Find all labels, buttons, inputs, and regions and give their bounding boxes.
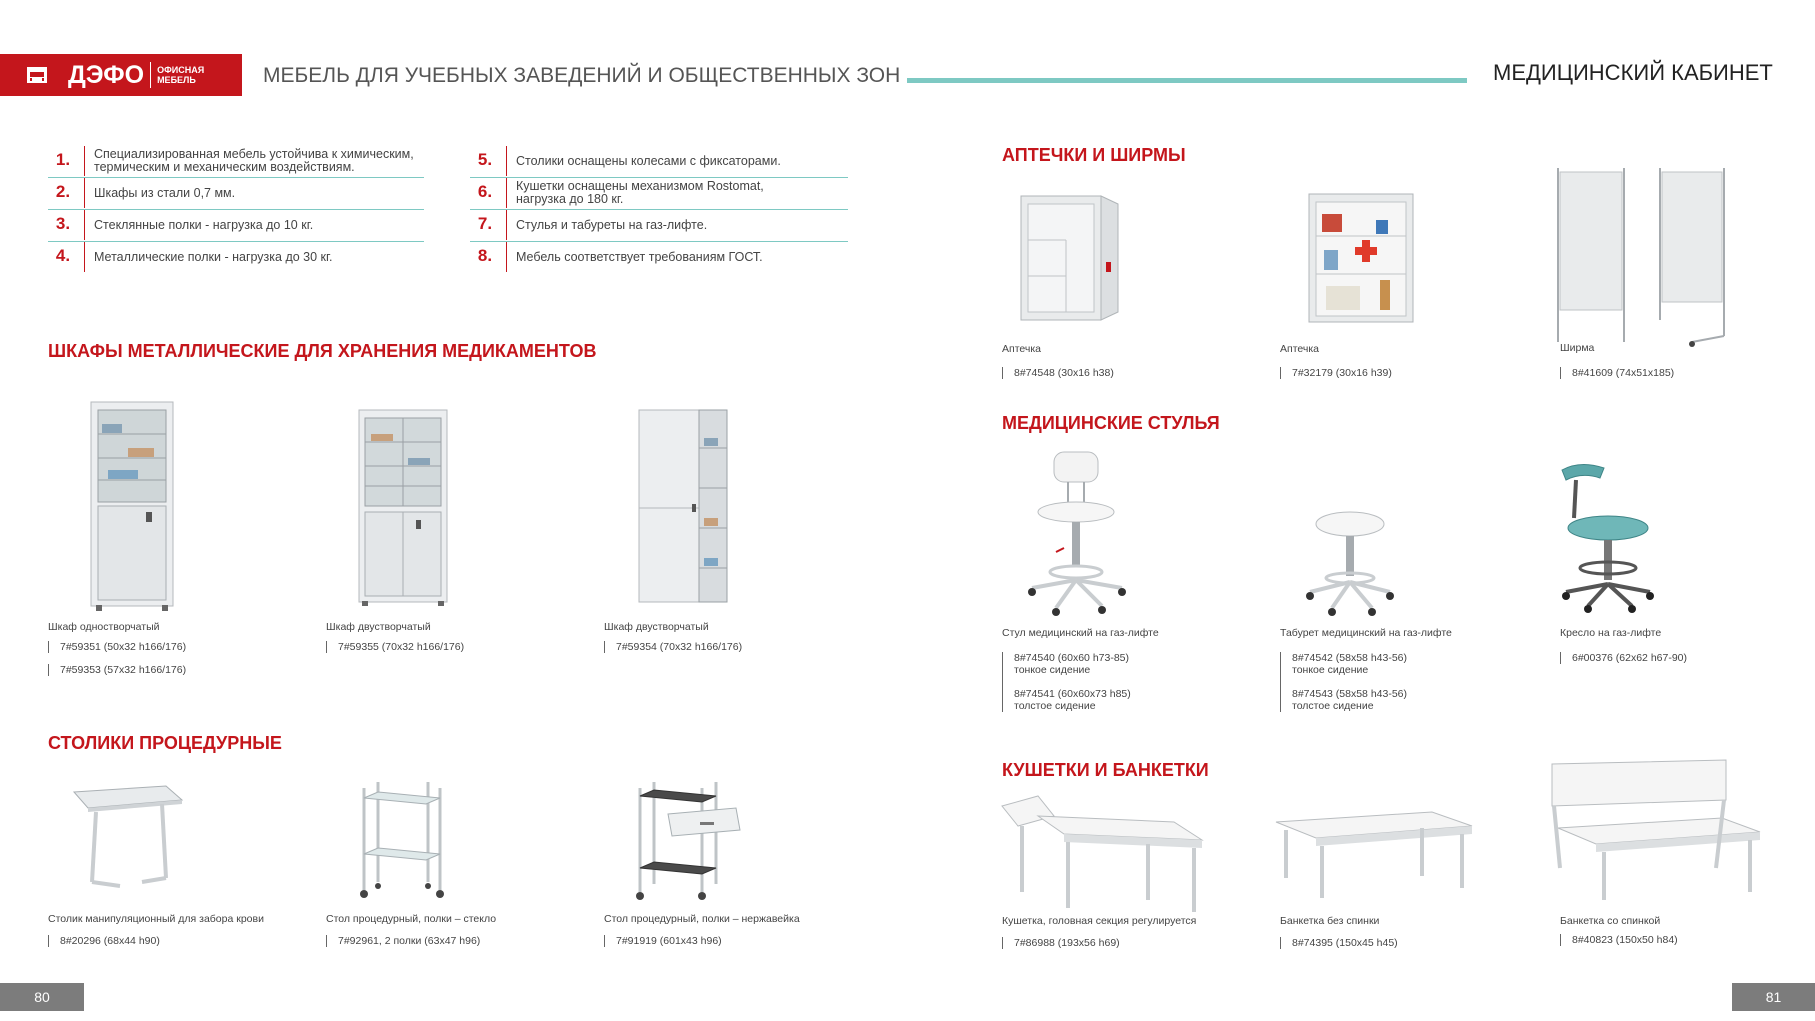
bench-no-back-image [1275, 811, 1473, 898]
product-code: 8#40823 (150x50 h84) [1560, 934, 1678, 946]
section-title-chairs: МЕДИЦИНСКИЕ СТУЛЬЯ [1002, 413, 1220, 433]
product-code: 7#59355 (70x32 h166/176) [326, 641, 464, 653]
feature-item: 1. Специализированная мебель устойчива к… [48, 146, 424, 178]
product-code: 7#59351 (50x32 h166/176) [48, 641, 186, 653]
sofa-icon [8, 62, 66, 88]
product-code: 7#32179 (30x16 h39) [1280, 367, 1392, 379]
feature-item: 7. Стулья и табуреты на газ-лифте. [470, 210, 848, 242]
first-aid-cabinet-open-image [1308, 193, 1414, 323]
product-code-group: 8#74540 (60x60 h73-85) тонкое сидение 8#… [1002, 652, 1131, 712]
product-name: Кушетка, головная секция регулируется [1002, 915, 1197, 927]
product-name: Столик манипуляционный для забора крови [48, 913, 264, 925]
procedure-table-steel-image [636, 782, 741, 900]
product-name: Аптечка [1002, 343, 1042, 355]
brand-subtitle: ОФИСНАЯ МЕБЕЛЬ [157, 65, 205, 85]
product-code: 7#92961, 2 полки (63x47 h96) [326, 935, 480, 947]
section-page-title: МЕДИЦИНСКИЙ КАБИНЕТ [1493, 60, 1773, 85]
brand-name: ДЭФО [68, 60, 145, 89]
catalog-title: МЕБЕЛЬ ДЛЯ УЧЕБНЫХ ЗАВЕДЕНИЙ И ОБЩЕСТВЕН… [263, 64, 901, 87]
product-name: Шкаф двустворчатый [604, 621, 709, 633]
product-code: 6#00376 (62x62 h67-90) [1560, 652, 1687, 664]
section-title-firstaid: АПТЕЧКИ И ШИРМЫ [1002, 145, 1186, 165]
product-code: 7#59354 (70x32 h166/176) [604, 641, 742, 653]
section-title-cabinets: ШКАФЫ МЕТАЛЛИЧЕСКИЕ ДЛЯ ХРАНЕНИЯ МЕДИКАМ… [48, 341, 597, 361]
feature-item: 6. Кушетки оснащены механизмом Rostomat,… [470, 178, 848, 210]
feature-item: 2. Шкафы из стали 0,7 мм. [48, 178, 424, 210]
product-name: Табурет медицинский на газ-лифте [1280, 627, 1452, 639]
product-name: Стол процедурный, полки – нержавейка [604, 913, 800, 925]
manipulation-table-image [72, 785, 184, 888]
medical-stool-image [1306, 511, 1394, 616]
bench-with-back-image [1551, 759, 1761, 900]
product-name: Стул медицинский на газ-лифте [1002, 627, 1159, 639]
examination-couch-image [1001, 795, 1204, 912]
feature-item: 4. Металлические полки - нагрузка до 30 … [48, 242, 424, 273]
feature-item: 3. Стеклянные полки - нагрузка до 10 кг. [48, 210, 424, 242]
page-number-left: 80 [0, 983, 84, 1011]
medical-screen-image [1557, 168, 1725, 347]
product-code: 7#59353 (57x32 h166/176) [48, 664, 186, 676]
cabinet-single-image [90, 401, 174, 611]
product-name: Стол процедурный, полки – стекло [326, 913, 497, 925]
procedure-table-glass-image [360, 782, 444, 898]
section-title-couches: КУШЕТКИ И БАНКЕТКИ [1002, 760, 1209, 780]
brand-logo: ДЭФО ОФИСНАЯ МЕБЕЛЬ [0, 54, 242, 96]
product-name: Ширма [1560, 342, 1595, 354]
gas-lift-armchair-image [1561, 464, 1654, 613]
product-code: 8#41609 (74x51x185) [1560, 367, 1674, 379]
product-name: Шкаф двустворчатый [326, 621, 431, 633]
first-aid-cabinet-image [1020, 195, 1119, 321]
product-code: 8#74548 (30x16 h38) [1002, 367, 1114, 379]
product-name: Банкетка без спинки [1280, 915, 1380, 927]
page-number-right: 81 [1732, 983, 1815, 1011]
cabinet-double-metal-image [638, 409, 728, 603]
header-divider [907, 78, 1467, 83]
section-title-tables: СТОЛИКИ ПРОЦЕДУРНЫЕ [48, 733, 282, 753]
product-code: 7#86988 (193x56 h69) [1002, 937, 1120, 949]
feature-item: 5. Столики оснащены колесами с фиксатора… [470, 146, 848, 178]
cabinet-double-glass-image [358, 409, 448, 606]
product-name: Аптечка [1280, 343, 1320, 355]
product-code: 8#20296 (68x44 h90) [48, 935, 160, 947]
medical-chair-image [1028, 451, 1126, 616]
product-code-group: 8#74542 (58x58 h43-56) тонкое сидение 8#… [1280, 652, 1407, 712]
feature-item: 8. Мебель соответствует требованиям ГОСТ… [470, 242, 848, 273]
product-name: Шкаф одностворчатый [48, 621, 160, 633]
product-name: Банкетка со спинкой [1560, 915, 1661, 927]
product-code: 8#74395 (150x45 h45) [1280, 937, 1398, 949]
product-name: Кресло на газ-лифте [1560, 627, 1662, 639]
product-code: 7#91919 (601x43 h96) [604, 935, 722, 947]
